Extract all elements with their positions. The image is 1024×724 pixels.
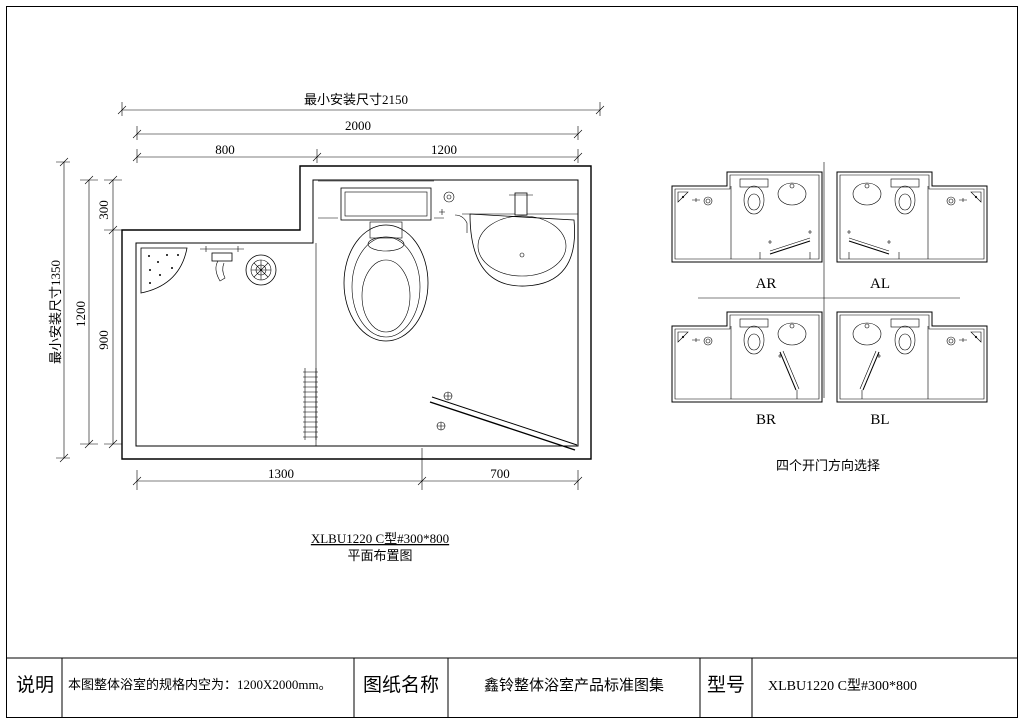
note-text: 本图整体浴室的规格内空为：1200X2000mm。 <box>68 677 332 692</box>
model-caption: XLBU1220 C型#300*800 <box>311 531 449 546</box>
outer-wall <box>121 165 592 460</box>
door-options: AR AL BR BL 四个开门方向选择 <box>671 162 988 473</box>
title-block: 说明 本图整体浴室的规格内空为：1200X2000mm。 图纸名称 鑫铃整体浴室… <box>16 658 917 717</box>
floor-plan: 最小安装尺寸2150 2000 800 1200 最小安装尺寸1350 1200… <box>48 92 605 563</box>
dim-bottom-right: 700 <box>490 466 510 481</box>
dim-overall-height: 1200 <box>73 301 88 327</box>
floor-drain <box>245 254 277 286</box>
left-dimensions: 最小安装尺寸1350 1200 300 900 <box>48 157 122 463</box>
towel-radiator <box>303 368 318 440</box>
dim-right-section: 1200 <box>431 142 457 157</box>
variant-label-bl: BL <box>870 412 889 428</box>
variant-ar-plan <box>671 171 823 263</box>
dim-lower-height: 900 <box>96 330 111 350</box>
sheet-border <box>6 6 1018 718</box>
door-options-caption: 四个开门方向选择 <box>776 458 880 473</box>
variant-label-br: BR <box>756 412 776 428</box>
top-dimensions: 最小安装尺寸2150 2000 800 1200 <box>117 92 605 163</box>
shower-mixer <box>200 246 244 282</box>
drawing-name: 鑫铃整体浴室产品标准图集 <box>484 676 664 694</box>
variant-bl-plan <box>836 311 988 403</box>
drawing-name-label: 图纸名称 <box>363 674 439 696</box>
dim-top-offset: 300 <box>96 200 111 220</box>
toilet <box>318 180 444 342</box>
corner-shelf <box>140 247 188 294</box>
dim-bottom-left: 1300 <box>268 466 294 481</box>
note-label: 说明 <box>16 674 54 696</box>
wash-basin <box>439 191 578 287</box>
bottom-dimensions: 1300 700 <box>132 448 583 490</box>
model-label: 型号 <box>707 674 745 696</box>
dim-overall-width: 2000 <box>345 118 371 133</box>
variant-al-plan <box>836 171 988 263</box>
plan-caption: 平面布置图 <box>347 548 412 563</box>
variant-br-plan <box>671 311 823 403</box>
dim-min-install-height: 最小安装尺寸1350 <box>48 260 63 364</box>
variant-label-ar: AR <box>756 276 777 292</box>
variant-label-al: AL <box>870 276 890 292</box>
dim-left-section: 800 <box>215 142 235 157</box>
inner-wall <box>135 179 579 447</box>
dim-min-install-width: 最小安装尺寸2150 <box>304 92 408 107</box>
shower-door <box>422 391 578 451</box>
model-value: XLBU1220 C型#300*800 <box>768 678 917 694</box>
